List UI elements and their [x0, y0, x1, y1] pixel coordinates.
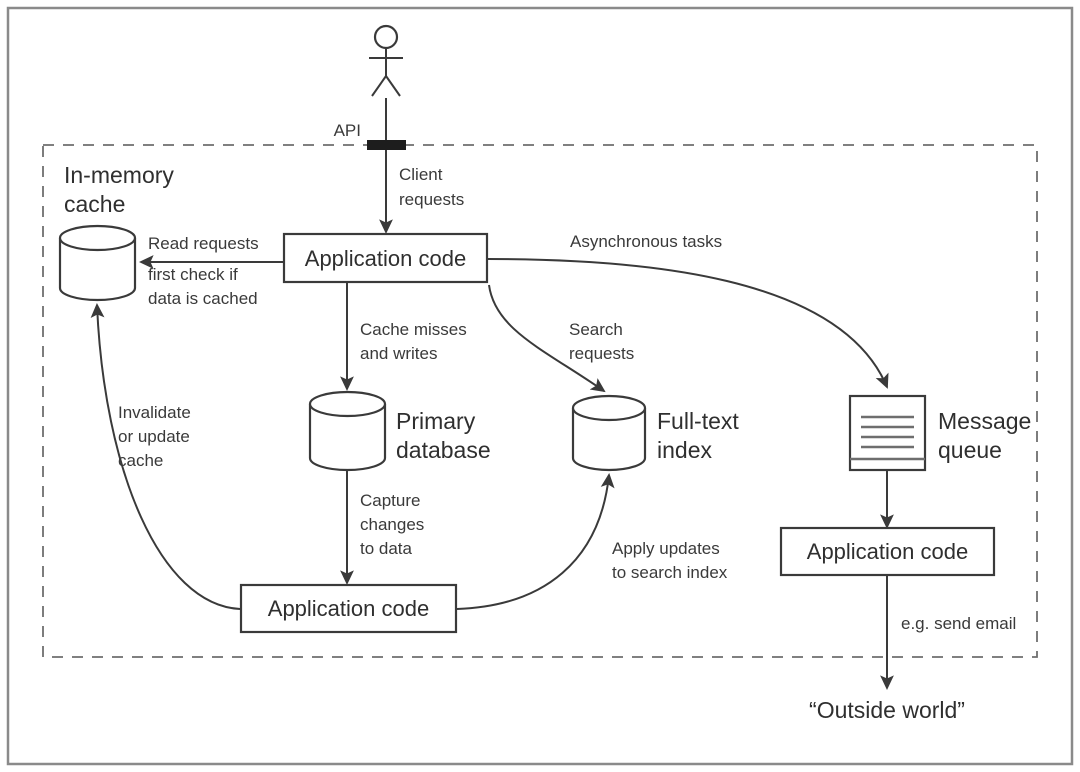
- cache-misses-label-1: Cache misses: [360, 320, 467, 339]
- invalidate-cache-label-2: or update: [118, 427, 190, 446]
- full-text-index-label-2: index: [657, 437, 712, 463]
- invalidate-cache-label-3: cache: [118, 451, 163, 470]
- system-boundary: [42, 144, 1038, 658]
- application-code-main-node[interactable]: [282, 232, 489, 284]
- in-memory-cache-label-2: cache: [64, 191, 125, 217]
- invalidate-cache-label-1: Invalidate: [118, 403, 191, 422]
- read-requests-label-1: Read requests: [148, 234, 259, 253]
- application-code-consumer-label: Application code: [807, 539, 968, 564]
- capture-changes-label-1: Capture: [360, 491, 420, 510]
- cache-misses-label-2: and writes: [360, 344, 437, 363]
- application-code-main-label: Application code: [305, 246, 466, 271]
- capture-changes-label-2: changes: [360, 515, 424, 534]
- message-queue-label-2: queue: [938, 437, 1002, 463]
- apply-updates-label-2: to search index: [612, 563, 728, 582]
- read-requests-label-3: data is cached: [148, 289, 258, 308]
- outside-world-label: “Outside world”: [809, 697, 965, 723]
- full-text-index-node[interactable]: [571, 394, 647, 472]
- client-requests-label-1: Client: [399, 165, 443, 184]
- client-requests-label-2: requests: [399, 190, 464, 209]
- application-code-cdc-node[interactable]: [239, 583, 458, 634]
- api-label: API: [334, 121, 361, 140]
- read-requests-label-2: first check if: [148, 265, 238, 284]
- apply-updates-arrow: [456, 473, 615, 610]
- search-requests-label-2: requests: [569, 344, 634, 363]
- message-queue-label-1: Message: [938, 408, 1031, 434]
- search-requests-arrow: [488, 284, 606, 393]
- application-code-consumer-node[interactable]: [779, 526, 996, 577]
- in-memory-cache-node[interactable]: [58, 224, 137, 302]
- asynchronous-tasks-arrow: [487, 258, 889, 389]
- api-gate-bar: [367, 140, 406, 150]
- message-queue-node[interactable]: [848, 394, 927, 472]
- capture-changes-label-3: to data: [360, 539, 413, 558]
- primary-database-node[interactable]: [308, 390, 387, 472]
- search-requests-label-1: Search: [569, 320, 623, 339]
- full-text-index-label-1: Full-text: [657, 408, 739, 434]
- outer-frame: [6, 6, 1074, 766]
- primary-database-label-2: database: [396, 437, 491, 463]
- application-code-cdc-label: Application code: [268, 596, 429, 621]
- user-actor: [369, 24, 403, 97]
- invalidate-cache-arrow: [90, 303, 241, 610]
- send-email-label: e.g. send email: [901, 614, 1016, 633]
- in-memory-cache-label-1: In-memory: [64, 162, 174, 188]
- primary-database-label-1: Primary: [396, 408, 476, 434]
- asynchronous-tasks-label: Asynchronous tasks: [570, 232, 722, 251]
- apply-updates-label-1: Apply updates: [612, 539, 720, 558]
